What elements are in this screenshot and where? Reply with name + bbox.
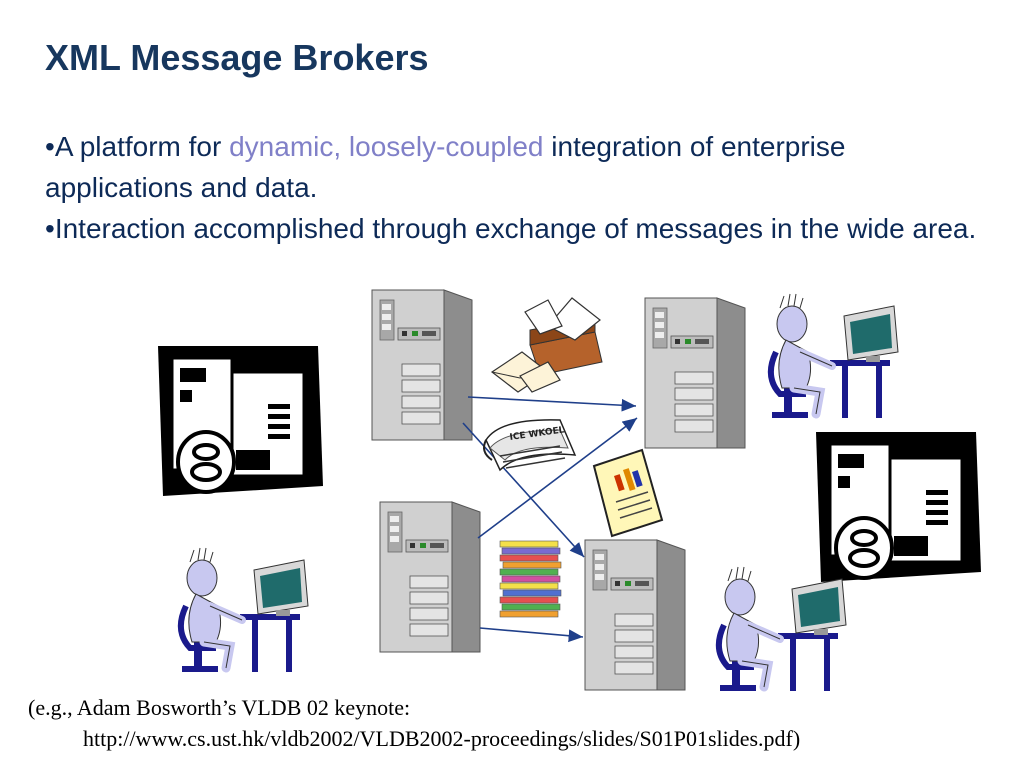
- newspaper-icon: ICE WKOEL: [483, 419, 577, 472]
- citation-caption: (e.g., Adam Bosworth’s VLDB 02 keynote: …: [28, 692, 800, 754]
- tower-server-icon: [644, 297, 746, 449]
- bullet-1-suffix: integration of enterprise applications a…: [45, 131, 846, 203]
- bullet-2-text: Interaction accomplished through exchang…: [54, 213, 977, 244]
- slide-title: XML Message Brokers: [45, 37, 429, 78]
- database-server-icon: [156, 344, 325, 498]
- bullet-marker: •: [45, 131, 55, 162]
- bullet-1-highlight: dynamic, loosely-coupled: [229, 131, 544, 162]
- tower-server-icon: [379, 501, 481, 653]
- bullet-marker: •: [45, 213, 55, 244]
- tower-server-icon: [584, 539, 686, 691]
- caption-line-1: (e.g., Adam Bosworth’s VLDB 02 keynote:: [28, 695, 411, 720]
- caption-url: http://www.cs.ust.hk/vldb2002/VLDB2002-p…: [83, 726, 801, 751]
- user-at-computer-icon: [719, 567, 846, 691]
- user-at-computer-icon: [181, 548, 308, 672]
- database-server-icon: [814, 430, 983, 584]
- envelope-box-icon: [490, 297, 603, 393]
- bullet-1: •A platform for dynamic, loosely-coupled…: [45, 126, 985, 208]
- chart-document-icon: [592, 448, 664, 538]
- paper-stack-icon: [499, 540, 562, 618]
- user-at-computer-icon: [771, 294, 898, 418]
- tower-server-icon: [371, 289, 473, 441]
- bullet-2: •Interaction accomplished through exchan…: [45, 208, 985, 249]
- bullet-1-prefix: A platform for: [54, 131, 230, 162]
- bullet-list: •A platform for dynamic, loosely-coupled…: [45, 126, 985, 249]
